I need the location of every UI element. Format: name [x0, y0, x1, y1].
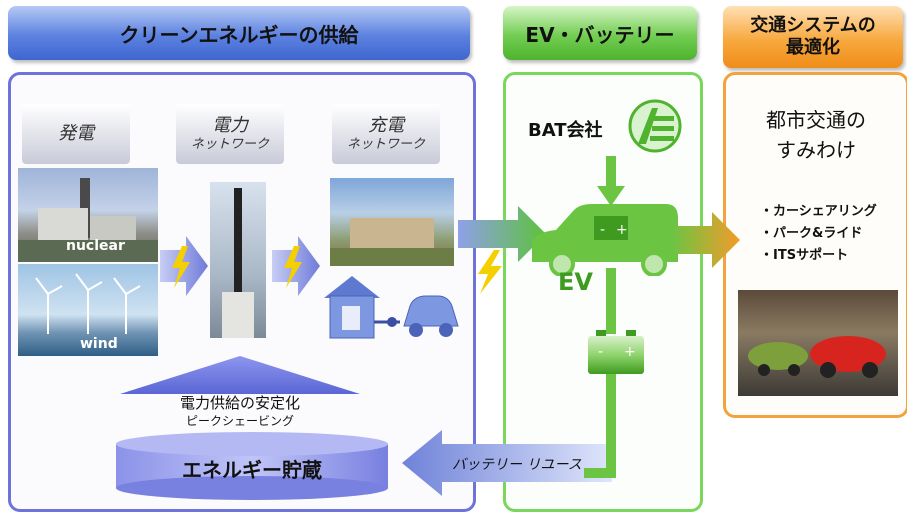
traffic-item-car-sharing: ・カーシェアリング: [760, 204, 877, 219]
city-cars-icon: [748, 336, 886, 378]
ev-car-icon: - +: [532, 204, 678, 276]
charging-station-icon: [330, 218, 454, 266]
charging-station-photo: [330, 178, 454, 266]
connector-battery-to-reuse: [606, 374, 616, 470]
grid-tower-photo: [210, 182, 266, 338]
stage-generation-label: 発電: [58, 123, 94, 144]
ev-label: EV: [558, 268, 593, 296]
traffic-item-park-and-ride: ・パーク&ライド: [760, 226, 863, 241]
stage-grid: 電力 ネットワーク: [176, 104, 284, 164]
arrow-generation-to-grid: [160, 236, 208, 296]
header-clean-energy-label: クリーンエネルギーの供給: [119, 22, 359, 47]
header-ev-battery: EV・バッテリー: [503, 6, 697, 60]
wind-caption: wind: [80, 336, 118, 352]
stabilization-line2: ピークシェービング: [185, 414, 294, 428]
wind-turbine-icon: [35, 273, 141, 334]
arrow-bat-to-ev: [597, 156, 625, 206]
stage-charging-line2: ネットワーク: [346, 137, 425, 152]
battery-icon: - +: [588, 330, 644, 374]
header-traffic-system: 交通システムの 最適化: [723, 6, 903, 68]
battery-icon: [594, 216, 628, 240]
stage-grid-line2: ネットワーク: [190, 137, 269, 152]
arrow-charging-to-ev: [458, 206, 546, 262]
svg-text:-: -: [598, 344, 603, 360]
nuclear-caption: nuclear: [66, 238, 125, 254]
header-clean-energy: クリーンエネルギーの供給: [8, 6, 470, 60]
header-traffic-line2: 最適化: [786, 37, 840, 58]
connector-ev-to-battery: [606, 268, 616, 334]
outlet-car-illustration: [324, 276, 459, 339]
power-tower-icon: [222, 188, 254, 338]
nuclear-plant-icon: [18, 178, 158, 262]
energy-storage-cylinder: [116, 432, 388, 500]
company-logo: [628, 99, 682, 153]
stage-grid-line1: 電力: [212, 115, 248, 136]
svg-text:+: +: [616, 222, 628, 238]
nuclear-photo: nuclear: [18, 168, 158, 262]
lightning-icon: [478, 250, 502, 294]
svg-text:+: +: [624, 344, 636, 360]
stabilization-line1: 電力供給の安定化: [179, 394, 300, 412]
bat-company-label: BAT会社: [528, 120, 603, 141]
car-icon: [403, 295, 459, 337]
battery-reuse-label: バッテリー リユース: [452, 457, 582, 473]
stage-charging-line1: 充電: [368, 115, 404, 136]
outlet-icon: [324, 276, 380, 339]
lightning-icon: [172, 246, 190, 288]
header-ev-battery-label: EV・バッテリー: [525, 22, 675, 47]
stage-generation: 発電: [22, 104, 130, 164]
svg-text:-: -: [600, 222, 605, 238]
traffic-title-line2: すみわけ: [776, 138, 856, 162]
stage-charging: 充電 ネットワーク: [332, 104, 440, 164]
header-traffic-line1: 交通システムの: [750, 15, 876, 36]
urban-traffic-photo: [738, 290, 898, 396]
connector-reuse-corner: [584, 468, 616, 478]
arrow-battery-reuse: [402, 430, 612, 496]
arrow-ev-to-traffic: [672, 212, 740, 268]
wind-photo: wind: [18, 264, 158, 356]
traffic-title-line1: 都市交通の: [766, 108, 866, 132]
lightning-icon: [284, 246, 302, 288]
arrow-grid-to-charging: [272, 236, 320, 296]
stabilization-triangle: [120, 356, 360, 394]
traffic-item-its-support: ・ITSサポート: [760, 248, 849, 263]
energy-storage-label: エネルギー貯蔵: [182, 458, 322, 482]
